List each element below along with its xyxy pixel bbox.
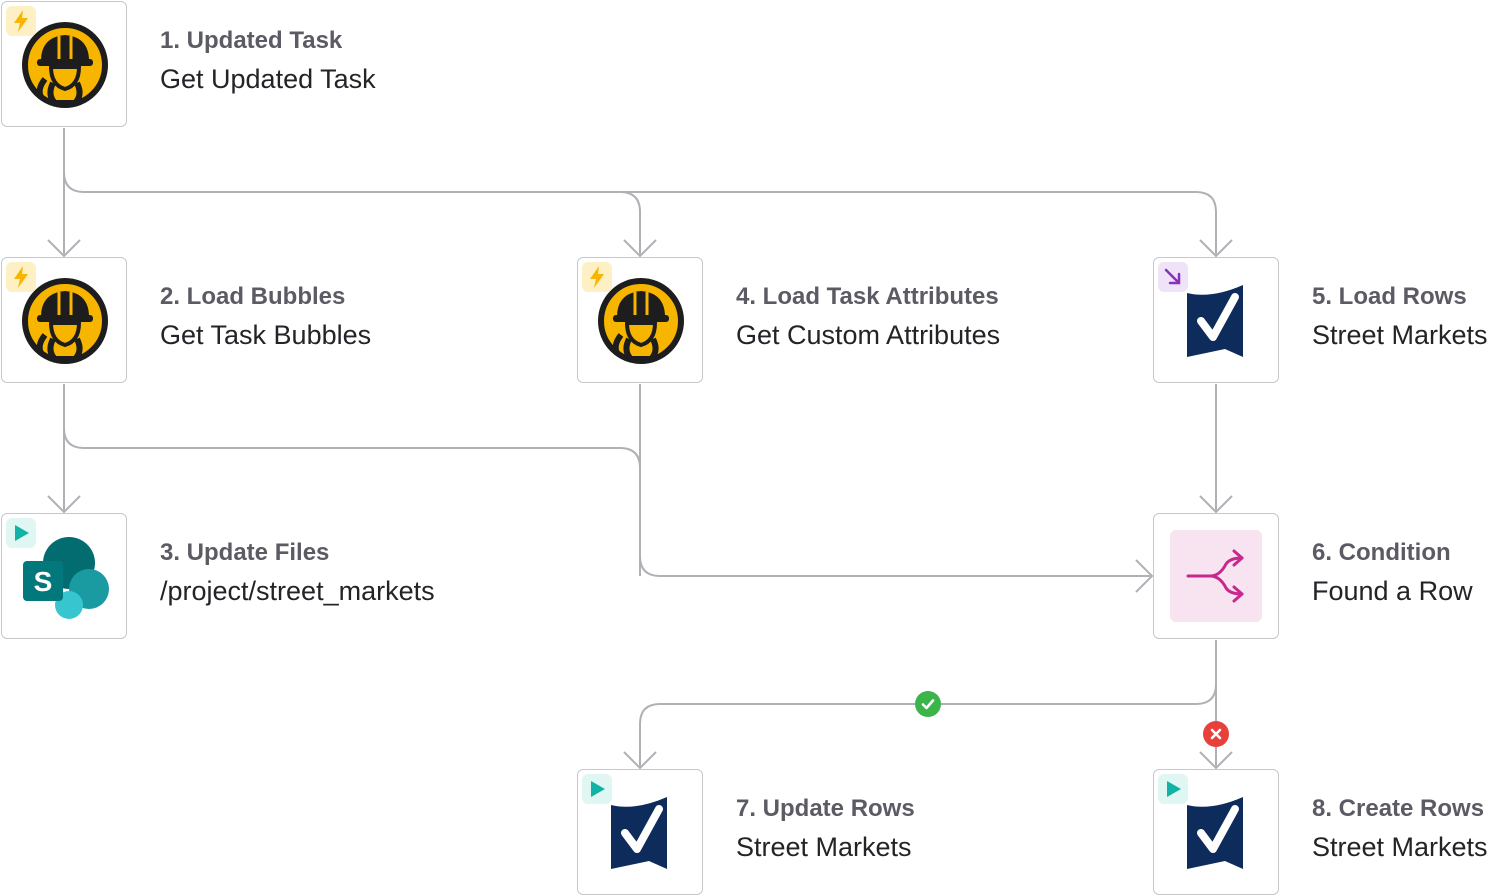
step-2-subtitle: Get Task Bubbles	[160, 320, 372, 350]
step-4-card[interactable]	[577, 257, 703, 383]
step-1-card[interactable]	[1, 1, 127, 127]
condition-background	[1170, 530, 1262, 622]
lightning-trigger-icon	[6, 262, 36, 292]
step-3-label: 3. Update Files /project/street_markets	[160, 538, 435, 608]
connector-2-6	[63, 384, 1150, 577]
step-5-title: 5. Load Rows	[1312, 283, 1467, 310]
step-8-subtitle: Street Markets	[1312, 832, 1488, 862]
step-6-card[interactable]	[1153, 513, 1279, 639]
arrowhead	[1199, 239, 1233, 258]
x-icon[interactable]	[1203, 721, 1229, 747]
step-6-label: 6. Condition Found a Row	[1312, 538, 1473, 608]
lightning-trigger-icon	[582, 262, 612, 292]
step-7-label: 7. Update Rows Street Markets	[736, 794, 915, 864]
step-1-title: 1. Updated Task	[160, 27, 343, 54]
step-7-title: 7. Update Rows	[736, 795, 915, 822]
arrowhead	[47, 495, 81, 514]
search-arrow-icon	[1158, 262, 1188, 292]
step-6-title: 6. Condition	[1312, 539, 1451, 566]
step-7-card[interactable]	[577, 769, 703, 895]
step-7-subtitle: Street Markets	[736, 832, 912, 862]
step-2-title: 2. Load Bubbles	[160, 283, 346, 310]
arrowhead	[1135, 559, 1154, 593]
step-4-label: 4. Load Task Attributes Get Custom Attri…	[736, 282, 1000, 352]
step-3-title: 3. Update Files	[160, 539, 330, 566]
condition-split-icon	[1186, 549, 1244, 603]
step-1-subtitle: Get Updated Task	[160, 64, 376, 94]
check-icon[interactable]	[915, 691, 941, 717]
step-8-title: 8. Create Rows	[1312, 795, 1485, 822]
step-2-label: 2. Load Bubbles Get Task Bubbles	[160, 282, 371, 352]
step-1-label: 1. Updated Task Get Updated Task	[160, 26, 376, 96]
arrowhead	[623, 751, 657, 770]
step-6-subtitle: Found a Row	[1312, 576, 1473, 606]
connector-1-4	[63, 128, 641, 254]
play-action-icon	[582, 774, 612, 804]
step-5-card[interactable]	[1153, 257, 1279, 383]
sharepoint-icon: S	[23, 537, 109, 619]
step-3-card[interactable]: S	[1, 513, 127, 639]
play-action-icon	[6, 518, 36, 548]
svg-text:S: S	[34, 566, 53, 597]
arrowhead	[47, 239, 81, 258]
step-2-card[interactable]	[1, 257, 127, 383]
arrowhead	[623, 239, 657, 258]
arrowhead	[1199, 751, 1233, 770]
play-action-icon	[1158, 774, 1188, 804]
lightning-trigger-icon	[6, 6, 36, 36]
step-4-subtitle: Get Custom Attributes	[736, 320, 1001, 350]
step-5-subtitle: Street Markets	[1312, 320, 1488, 350]
step-8-card[interactable]	[1153, 769, 1279, 895]
step-5-label: 5. Load Rows Street Markets	[1312, 282, 1488, 352]
connector-1-5	[620, 191, 1217, 254]
step-3-subtitle: /project/street_markets	[160, 576, 435, 606]
step-4-title: 4. Load Task Attributes	[736, 283, 999, 310]
step-8-label: 8. Create Rows Street Markets	[1312, 794, 1488, 864]
arrowhead	[1199, 495, 1233, 514]
